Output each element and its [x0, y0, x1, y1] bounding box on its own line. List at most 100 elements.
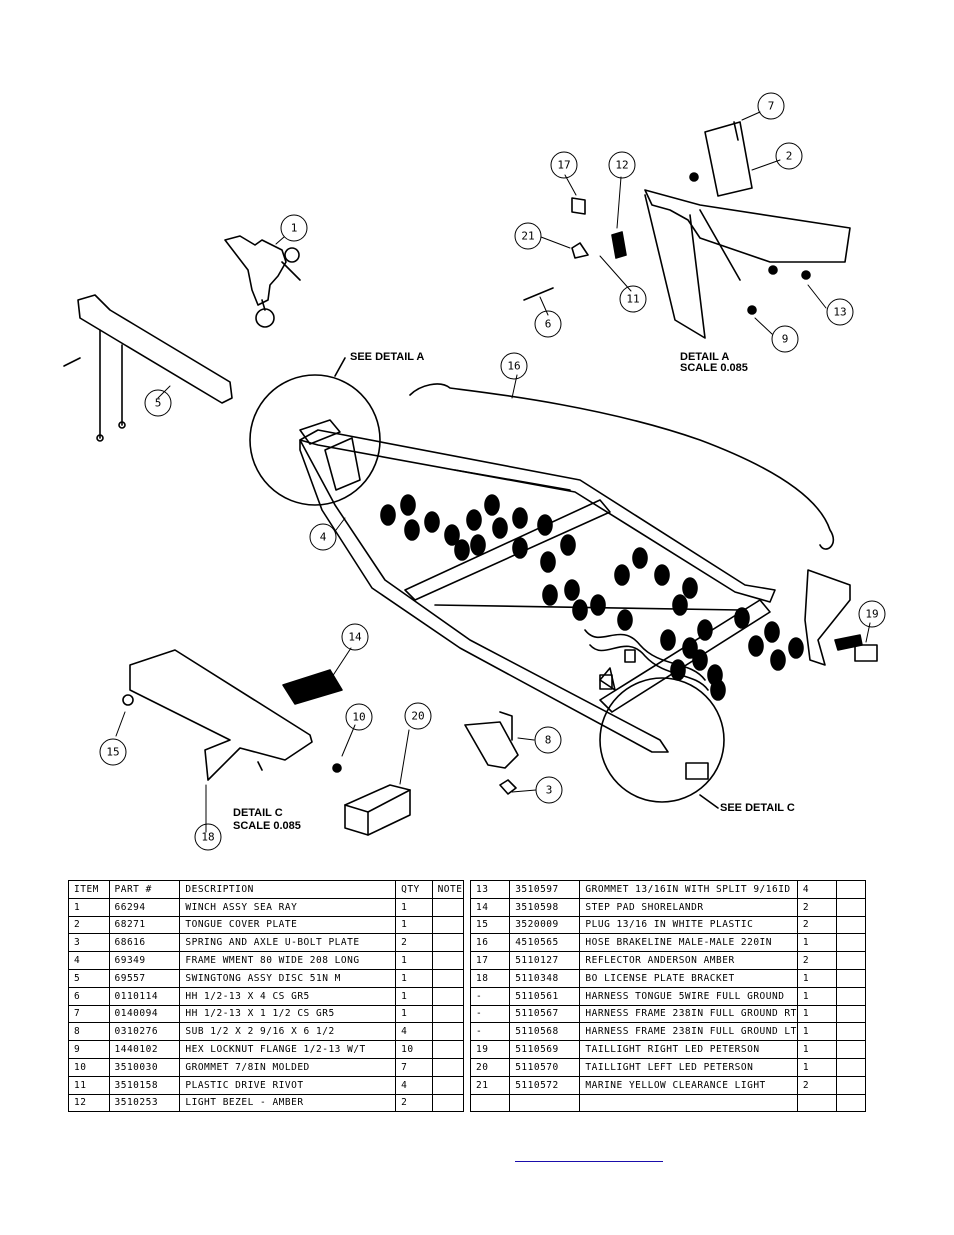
header-description: DESCRIPTION — [179, 880, 397, 899]
table-cell: 1 — [796, 968, 837, 988]
table-cell — [431, 1057, 465, 1077]
table-cell: 1 — [395, 1004, 433, 1024]
callout-7: 7 — [768, 100, 775, 113]
table-cell — [579, 1093, 798, 1113]
callout-17: 17 — [557, 159, 570, 172]
table-cell — [835, 880, 867, 899]
table-cell — [431, 915, 465, 935]
footer-link-underline[interactable] — [515, 1149, 663, 1162]
callout-21: 21 — [521, 230, 534, 243]
table-cell: 18 — [469, 968, 511, 988]
callout-11: 11 — [626, 293, 639, 306]
table-cell — [509, 1093, 581, 1113]
table-cell: HARNESS FRAME 238IN FULL GROUND RT — [579, 1004, 798, 1024]
table-cell: REFLECTOR ANDERSON AMBER — [579, 951, 798, 970]
callout-3: 3 — [546, 784, 553, 797]
table-cell — [835, 986, 867, 1006]
detail-c-bracket — [122, 649, 411, 836]
table-cell: 3510030 — [108, 1057, 181, 1077]
detail-a-scale: SCALE 0.085 — [680, 362, 748, 374]
table-cell — [835, 915, 867, 935]
table-cell — [431, 933, 465, 953]
table-cell: HH 1/2-13 X 4 CS GR5 — [179, 986, 397, 1006]
table-cell: 8 — [68, 1022, 110, 1042]
detail-a-title: DETAIL A — [680, 351, 729, 363]
swing-tongue — [63, 294, 233, 442]
detail-a-circle — [249, 374, 381, 506]
table-cell: 1 — [395, 897, 433, 917]
table-cell: 1 — [68, 897, 110, 917]
table-cell — [431, 1004, 465, 1024]
table-cell: HARNESS TONGUE 5WIRE FULL GROUND — [579, 986, 798, 1006]
table-cell: LIGHT BEZEL - AMBER — [179, 1093, 397, 1113]
table-cell: 1 — [395, 915, 433, 935]
leader-lines — [115, 111, 871, 833]
table-cell: 0140094 — [108, 1004, 181, 1024]
table-cell: TONGUE COVER PLATE — [179, 915, 397, 935]
table-cell: PLUG 13/16 IN WHITE PLASTIC — [579, 915, 798, 935]
table-cell: 2 — [395, 933, 433, 953]
table-cell: 20 — [469, 1057, 511, 1077]
table-cell: 4 — [68, 951, 110, 970]
table-cell — [835, 1075, 867, 1095]
table-cell: 2 — [395, 1093, 433, 1113]
table-cell: SUB 1/2 X 2 9/16 X 6 1/2 — [179, 1022, 397, 1042]
table-cell: 5110570 — [509, 1057, 581, 1077]
table-cell: 68271 — [108, 915, 181, 935]
table-cell: 4 — [395, 1022, 433, 1042]
table-cell: 3510597 — [509, 880, 581, 899]
table-cell: 68616 — [108, 933, 181, 953]
table-cell: - — [469, 1004, 511, 1024]
table-cell: 1 — [796, 1022, 837, 1042]
misc-parts — [464, 569, 878, 795]
callout-10: 10 — [352, 711, 365, 724]
table-cell: 5110127 — [509, 951, 581, 970]
table-cell: 1 — [796, 1004, 837, 1024]
table-cell: 3520009 — [509, 915, 581, 935]
header-note: NOTE — [431, 880, 465, 899]
callout-balloons — [99, 92, 886, 851]
table-cell: 69349 — [108, 951, 181, 970]
table-cell: 5110572 — [509, 1075, 581, 1095]
table-cell — [431, 968, 465, 988]
table-cell: 0110114 — [108, 986, 181, 1006]
table-cell: 66294 — [108, 897, 181, 917]
table-cell: 5110567 — [509, 1004, 581, 1024]
callout-18: 18 — [201, 831, 214, 844]
table-cell: 2 — [796, 897, 837, 917]
callout-16: 16 — [507, 360, 520, 373]
callout-2: 2 — [786, 150, 793, 163]
table-cell: 5110569 — [509, 1040, 581, 1059]
table-cell: 3510598 — [509, 897, 581, 917]
table-cell: 7 — [395, 1057, 433, 1077]
callout-1: 1 — [291, 222, 298, 235]
table-cell: 3510253 — [108, 1093, 181, 1113]
callout-5: 5 — [155, 397, 162, 410]
table-cell: HOSE BRAKELINE MALE-MALE 220IN — [579, 933, 798, 953]
table-cell: 5110348 — [509, 968, 581, 988]
brake-hose — [409, 383, 835, 550]
table-cell: 3510158 — [108, 1075, 181, 1095]
table-cell: 2 — [796, 951, 837, 970]
header-item: ITEM — [68, 880, 110, 899]
table-cell: 2 — [68, 915, 110, 935]
table-cell: 2 — [796, 1075, 837, 1095]
table-cell: - — [469, 1022, 511, 1042]
callout-13: 13 — [833, 306, 846, 319]
table-cell: TAILLIGHT LEFT LED PETERSON — [579, 1057, 798, 1077]
table-cell: 16 — [469, 933, 511, 953]
table-cell: SPRING AND AXLE U-BOLT PLATE — [179, 933, 397, 953]
table-cell: 21 — [469, 1075, 511, 1095]
table-cell: 5110561 — [509, 986, 581, 1006]
table-cell — [431, 1075, 465, 1095]
header-qty: QTY — [395, 880, 433, 899]
